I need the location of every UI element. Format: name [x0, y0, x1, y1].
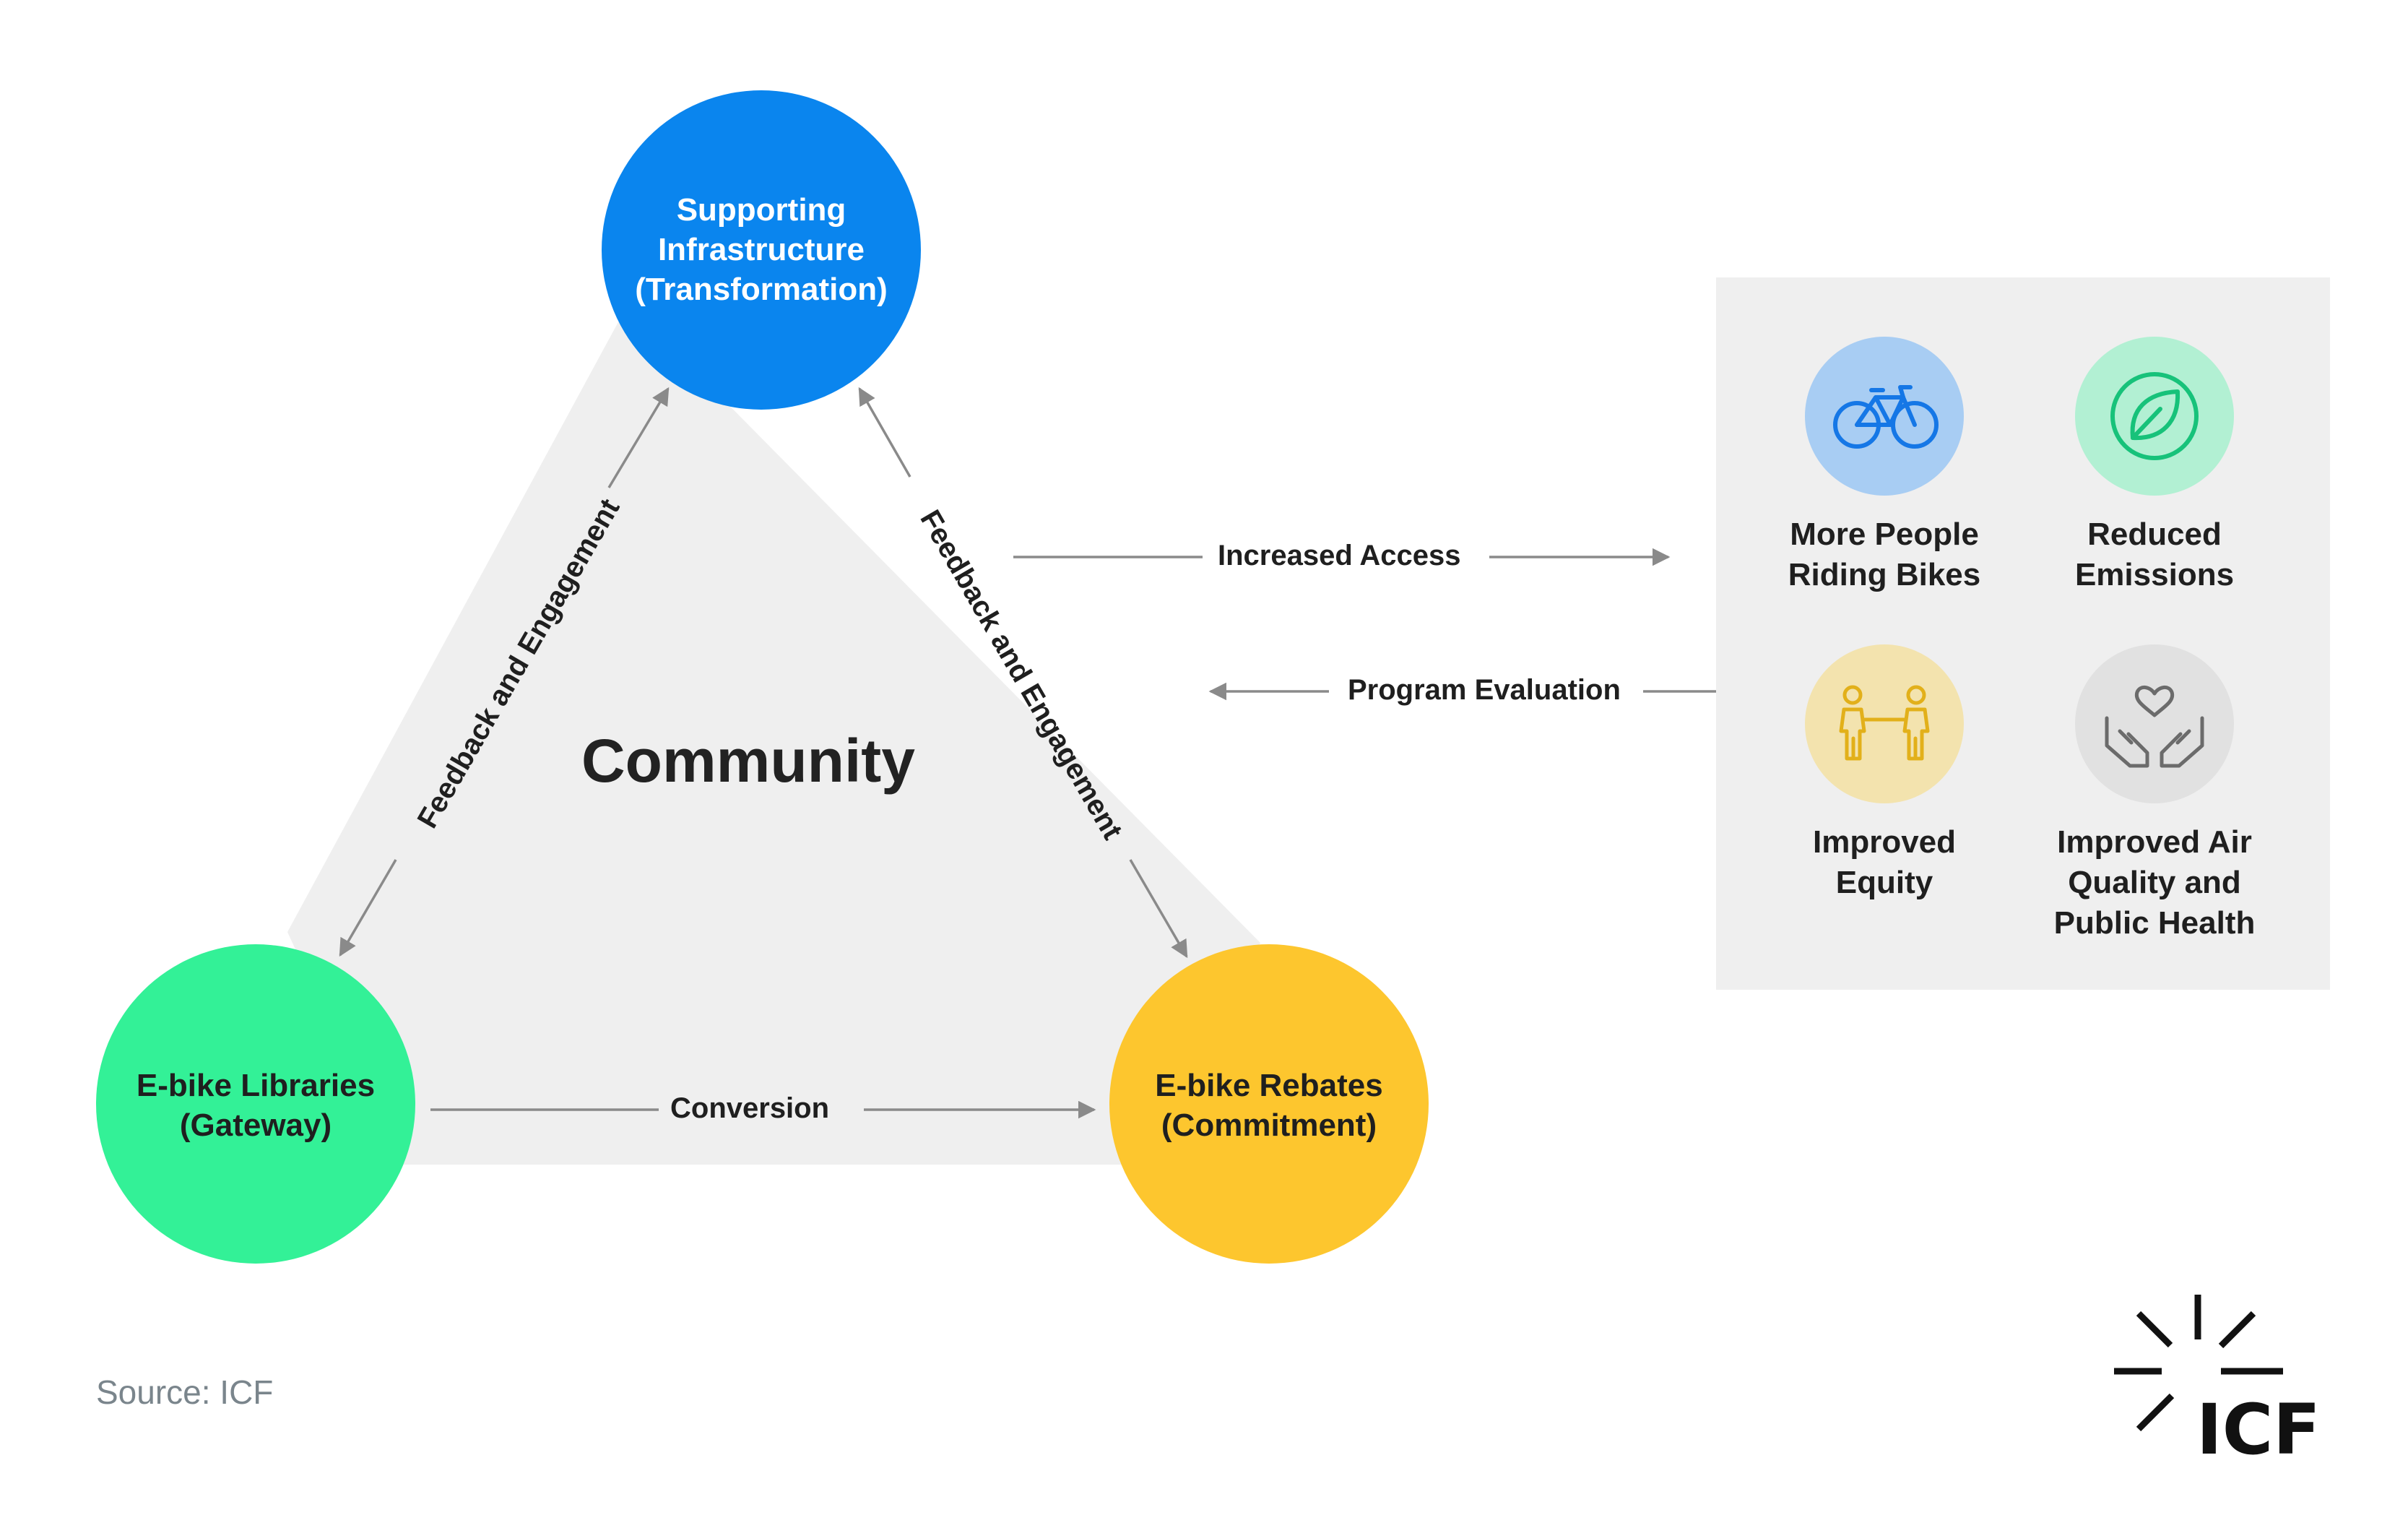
outcome-label-bikes: More People Riding Bikes: [1788, 517, 1981, 592]
community-label: Community: [581, 727, 915, 795]
node-ebike-rebates-label: E-bike Rebates (Commitment): [1155, 1068, 1383, 1143]
icf-logo-burst-icon: ICF: [2114, 1295, 2321, 1470]
outcome-label-air-quality: Improved Air Quality and Public Health: [2053, 824, 2256, 941]
leaf-icon: [2110, 372, 2199, 460]
node-supporting-infrastructure: [602, 90, 921, 410]
outcomes-panel: More People Riding Bikes Reduced Emissio…: [1716, 277, 2330, 990]
node-ebike-libraries-label: E-bike Libraries (Gateway): [136, 1068, 376, 1143]
left-feedback-arrow-upper: [607, 387, 670, 488]
community-triangle: [287, 303, 1260, 1165]
hands-heart-icon: [2105, 686, 2204, 768]
bicycle-icon: [1833, 385, 1939, 449]
right-feedback-arrow-upper: [858, 387, 911, 478]
node-ebike-rebates: [1109, 944, 1429, 1264]
node-ebike-libraries: [96, 944, 415, 1264]
people-holding-hands-icon: [1839, 685, 1930, 761]
icf-logo-text: ICF: [2196, 1389, 2321, 1467]
increased-access-label: Increased Access: [1218, 540, 1461, 571]
outcome-improved-equity: [1805, 644, 1964, 803]
left-feedback-arrow-lower: [339, 859, 397, 957]
program-evaluation-label: Program Evaluation: [1348, 674, 1621, 706]
outcome-reduced-emissions: [2075, 337, 2234, 496]
icf-logo: ICF: [2113, 1293, 2329, 1470]
conversion-label: Conversion: [670, 1092, 830, 1124]
source-caption: Source: ICF: [96, 1373, 274, 1411]
outcome-label-emissions: Reduced Emissions: [2074, 517, 2235, 592]
node-supporting-infrastructure-label: Supporting Infrastructure (Transformatio…: [635, 191, 888, 307]
outcome-label-equity: Improved Equity: [1812, 824, 1957, 900]
outcome-more-people-riding-bikes: [1805, 337, 1964, 496]
outcome-improved-air-quality: [2075, 644, 2234, 803]
right-feedback-arrow-lower: [1129, 859, 1188, 959]
